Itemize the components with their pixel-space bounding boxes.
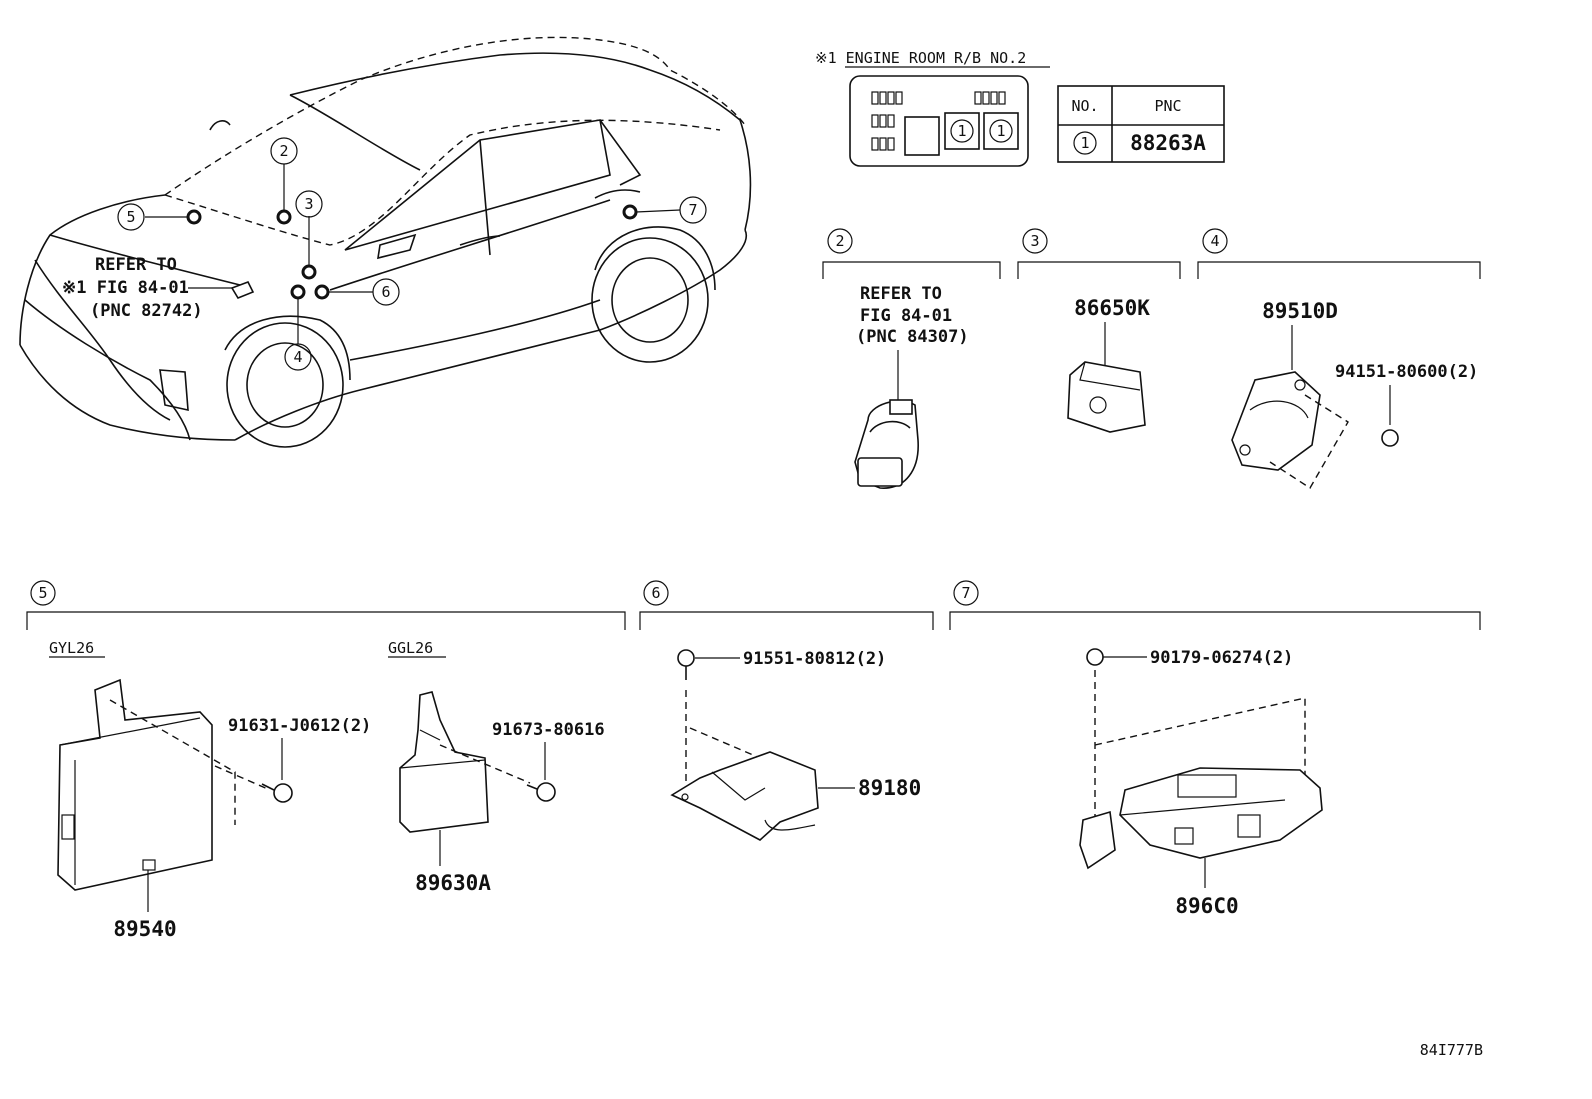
part-89540-label: 89540 xyxy=(113,917,176,941)
fastener-94151-label: 94151-80600(2) xyxy=(1335,362,1478,382)
location-dot-4 xyxy=(290,284,306,300)
figure-code: 84I777B xyxy=(1420,1041,1483,1059)
vehicle-illustration xyxy=(19,36,752,448)
vehicle-refer-line3: (PNC 82742) xyxy=(90,301,203,321)
part-89510d-label: 89510D xyxy=(1262,299,1338,323)
variant-ggl26: GGL26 xyxy=(388,639,433,657)
section-2-number: 2 xyxy=(835,232,844,250)
sensor-89180-part xyxy=(670,751,819,841)
table-header-no: NO. xyxy=(1071,97,1098,115)
vehicle-refer-line2: ※1 FIG 84-01 xyxy=(62,278,189,298)
relay-slot-label: 1 xyxy=(957,122,966,140)
section-2-refer-line1: REFER TO xyxy=(860,284,942,304)
section-7-number: 7 xyxy=(961,584,970,602)
location-dot-2 xyxy=(276,209,292,225)
callout-2: 2 xyxy=(279,142,288,160)
callout-5: 5 xyxy=(126,208,135,226)
location-dot-5 xyxy=(186,209,202,225)
relay-box-title: ※1 ENGINE ROOM R/B NO.2 xyxy=(815,49,1026,67)
section-4-number: 4 xyxy=(1210,232,1219,250)
callout-6: 6 xyxy=(381,283,390,301)
fastener-91631-label: 91631-J0612(2) xyxy=(228,716,371,736)
section-2-refer-line2: FIG 84-01 xyxy=(860,306,952,326)
table-cell-no: 1 xyxy=(1080,134,1089,152)
nut-90179 xyxy=(1086,648,1104,666)
relay-slot-label: 1 xyxy=(996,122,1005,140)
table-header-pnc: PNC xyxy=(1154,97,1181,115)
module-896c0-part xyxy=(1079,767,1323,870)
location-dot-7 xyxy=(622,204,638,220)
callout-3: 3 xyxy=(304,195,313,213)
part-896c0-label: 896C0 xyxy=(1175,894,1238,918)
section-2-refer-line3: (PNC 84307) xyxy=(856,327,969,347)
location-dot-3 xyxy=(301,264,317,280)
relay-box-diagram xyxy=(849,75,1029,167)
section-5-number: 5 xyxy=(38,584,47,602)
callout-circle xyxy=(270,137,298,165)
bolt-91673 xyxy=(526,782,556,802)
part-89630a-label: 89630A xyxy=(415,871,491,895)
callout-4: 4 xyxy=(293,348,302,366)
location-dot-6 xyxy=(314,284,330,300)
table-cell-pnc: 88263A xyxy=(1130,131,1206,155)
ecu-89630a-part xyxy=(399,691,489,833)
part-89180-label: 89180 xyxy=(858,776,921,800)
pnc-table xyxy=(1057,85,1225,163)
bolt-91631 xyxy=(261,783,293,803)
steering-sensor-part xyxy=(854,399,919,489)
bolt-91551 xyxy=(677,649,695,680)
fastener-91673-label: 91673-80616 xyxy=(492,720,605,740)
variant-gyl26: GYL26 xyxy=(49,639,94,657)
fastener-91551-label: 91551-80812(2) xyxy=(743,649,886,669)
buzzer-part xyxy=(1067,361,1146,433)
callout-7: 7 xyxy=(688,201,697,219)
vehicle-refer-line1: REFER TO xyxy=(95,255,177,275)
yaw-sensor-part xyxy=(1231,371,1321,471)
fastener-90179-label: 90179-06274(2) xyxy=(1150,648,1293,668)
ecu-89540-part xyxy=(57,678,213,891)
part-86650k-label: 86650K xyxy=(1074,296,1150,320)
section-3-number: 3 xyxy=(1030,232,1039,250)
section-6-number: 6 xyxy=(651,584,660,602)
